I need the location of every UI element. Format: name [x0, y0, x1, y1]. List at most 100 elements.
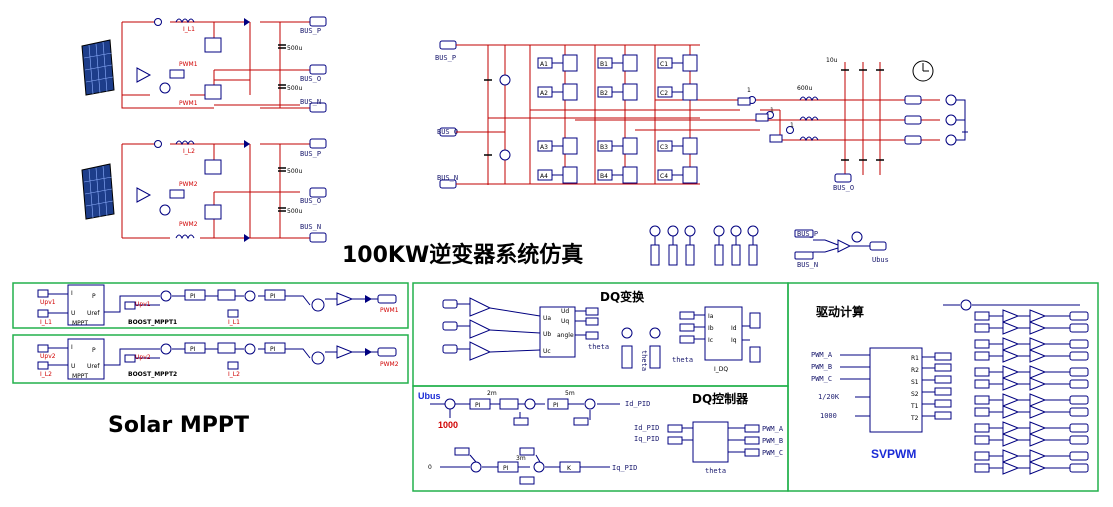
dq-transform-title: DQ变换 [600, 289, 645, 304]
ctrl-zero: 0 [428, 464, 432, 471]
mppt1-title: BOOST_MPPT1 [128, 319, 177, 326]
ctrl-pi-1: PI [475, 402, 481, 409]
page-title: 100KW逆变器系统仿真 [342, 242, 583, 268]
ctrl-pwm-a: PWM_A [762, 425, 784, 433]
dq-uc: Uc [543, 348, 551, 355]
switch-a3: A3 [537, 137, 578, 155]
dq-theta-3: theta [672, 356, 693, 364]
ctrl-5m: 5m [565, 390, 575, 397]
upv2-in: Upv2 [40, 353, 56, 360]
switch-b4: B4 [597, 166, 638, 184]
mppt1-uref: Uref [87, 310, 100, 317]
mppt2-name: MPPT [72, 373, 88, 380]
switch-a4: A4 [537, 166, 578, 184]
cap-label-2a: 500u [287, 168, 302, 175]
dq-iq: Iq [731, 337, 737, 344]
dq-ib: Ib [708, 325, 714, 332]
cap-filter-label: 10u [826, 57, 838, 64]
dq-idq: I_DQ [714, 366, 728, 373]
bus-p-label-1: BUS_P [300, 27, 321, 35]
switch-label: B3 [600, 144, 608, 151]
pwm1-label-top: PWM1 [179, 61, 198, 68]
ctrl-ref: 1000 [438, 420, 458, 430]
svpwm-out-label: R1 [911, 355, 919, 362]
dq-controller-frame [412, 385, 789, 492]
dq-theta-2: theta [640, 350, 648, 371]
mppt2-p: P [92, 347, 96, 354]
svpwm-out-label: S1 [911, 379, 919, 386]
probe-meter [713, 225, 725, 266]
inv-bus-n: BUS_N [437, 174, 458, 182]
il1-in: I_L1 [40, 319, 52, 326]
dq-angle: angle [557, 332, 574, 339]
dq-id: Id [731, 325, 737, 332]
switch-label: A2 [540, 90, 548, 97]
inverter-bridge: BUS_P BUS_O BUS_N [435, 40, 760, 189]
ctrl-idpid-in: Id_PID [634, 424, 659, 432]
pwm2-out: PWM2 [380, 361, 399, 368]
sv-pwm-a: PWM_A [811, 351, 833, 359]
switch-label: C2 [660, 90, 668, 97]
bus-n-label-1: BUS_N [300, 98, 321, 106]
inv-bus-o: BUS_O [437, 128, 458, 136]
pi-2a: PI [190, 346, 196, 353]
il2-label: I_L2 [183, 148, 195, 155]
ctrl-pwm-b: PWM_B [762, 437, 783, 445]
gain-2: 1 [770, 107, 774, 114]
switch-b2: B2 [597, 83, 638, 101]
switch-label: A4 [540, 173, 548, 180]
solar-mppt-title: Solar MPPT [108, 413, 249, 438]
mppt2-title: BOOST_MPPT2 [128, 371, 177, 378]
switch-label: B4 [600, 173, 608, 180]
comparator-stage [974, 377, 1089, 391]
mppt1-name: MPPT [72, 320, 88, 327]
pwm1-out: PWM1 [380, 307, 399, 314]
probe-meter [730, 225, 742, 266]
probe-meter [747, 225, 759, 266]
switch-label: B2 [600, 90, 608, 97]
pwm2-label-top: PWM2 [179, 181, 198, 188]
clock-icon [912, 60, 934, 82]
switch-c1: C1 [657, 54, 698, 72]
il2-in: I_L2 [40, 371, 52, 378]
comparator-stage [974, 365, 1089, 379]
probe-meter [667, 225, 679, 266]
mppt2-uref: Uref [87, 363, 100, 370]
cap-label-2b: 500u [287, 208, 302, 215]
ctrl-ubus: Ubus [418, 391, 441, 401]
comparator-stage [974, 349, 1089, 363]
switch-label: C1 [660, 61, 668, 68]
il1-label: I_L1 [183, 26, 195, 33]
dq-ub: Ub [543, 331, 551, 338]
comparator-stage [974, 449, 1089, 463]
switch-a1: A1 [537, 54, 578, 72]
solar-panel-icon [81, 39, 115, 96]
comparator-stage [974, 433, 1089, 447]
svpwm-block: PWM_A PWM_B PWM_C 1/20K 1000 R1R2S1S2T1T… [811, 299, 1080, 433]
pi-1a: PI [190, 293, 196, 300]
bus-n-label-2: BUS_N [300, 223, 321, 231]
gain-3: 1 [790, 122, 794, 129]
dq-ud: Ud [561, 308, 569, 315]
switch-label: C4 [660, 173, 668, 180]
switch-c4: C4 [657, 166, 698, 184]
cap-label-1a: 500u [287, 45, 302, 52]
svpwm-out-label: T2 [910, 415, 919, 422]
dq-ia: Ia [708, 313, 714, 320]
upv1-in: Upv1 [40, 299, 56, 306]
switch-label: B1 [600, 61, 608, 68]
mppt1-chain: Upv1 I_L1 I P U Uref MPPT Upv1 PI PI I_L… [37, 284, 399, 327]
bus-o-label-1: BUS_O [300, 75, 321, 83]
gain-1: 1 [747, 87, 751, 94]
mppt-block-1 [67, 284, 105, 326]
ubus-label: Ubus [872, 256, 889, 264]
comparator-stage [974, 405, 1089, 419]
comparator-stage [974, 309, 1089, 323]
switch-c2: C2 [657, 83, 698, 101]
dq-uq: Uq [561, 318, 569, 325]
mppt2-u: U [71, 363, 75, 370]
switch-label: A1 [540, 61, 548, 68]
ctrl-pi-2: PI [553, 402, 559, 409]
